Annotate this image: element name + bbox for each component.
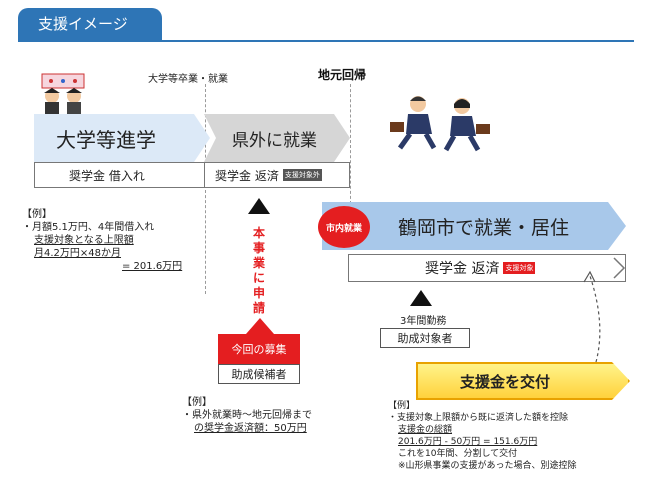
city-work-badge-text: 市内就業 xyxy=(325,223,362,234)
example-1: 【例】 ・月額5.1万円、4年間借入れ 支援対象となる上限額 月4.2万円×48… xyxy=(22,208,182,273)
workers-illustration xyxy=(390,96,490,152)
stage-outside-sub: 奨学金 返済 支援対象外 xyxy=(204,162,350,188)
apply-vertical-text: 本事業に申請 xyxy=(252,226,265,315)
example-1-line: ・月額5.1万円、4年間借入れ xyxy=(22,222,155,233)
example-2-title: 【例】 xyxy=(182,397,212,408)
example-2: 【例】 ・県外就業時～地元回帰まで の奨学金返済額：50万円 xyxy=(182,396,312,435)
divider-graduation xyxy=(205,84,206,294)
example-1-title: 【例】 xyxy=(22,209,52,220)
stage-tsuruoka: 鶴岡市で就業・居住 xyxy=(322,202,626,250)
eligible-tag: 支援対象 xyxy=(503,262,536,274)
stage-tsuruoka-title: 鶴岡市で就業・居住 xyxy=(398,216,570,239)
city-work-badge: 市内就業 xyxy=(318,206,370,248)
apply-arrow-icon xyxy=(248,198,270,214)
stage-university-title: 大学等進学 xyxy=(56,127,156,152)
stage-outside: 県外に就業 xyxy=(204,114,350,162)
grant-target-box: 助成対象者 xyxy=(380,328,470,348)
section-tab-title: 支援イメージ xyxy=(38,15,128,33)
recruit-label: 今回の募集 xyxy=(231,343,287,356)
stage-university-sub: 奨学金 借入れ xyxy=(34,162,210,188)
example-3-line: 201.6万円 - 50万円 = 151.6万円 xyxy=(398,437,538,447)
divider-return xyxy=(350,84,351,204)
grant-banner: 支援金を交付 xyxy=(416,362,630,400)
stage-tsuruoka-sub: 奨学金 返済 支援対象 xyxy=(348,254,626,282)
grant-banner-label: 支援金を交付 xyxy=(460,372,551,391)
stage-university: 大学等進学 xyxy=(34,114,210,162)
work-years-label: 3年間勤務 xyxy=(400,316,447,327)
not-eligible-tag: 支援対象外 xyxy=(282,169,322,181)
stage-outside-title: 県外に就業 xyxy=(232,130,317,151)
example-2-line: の奨学金返済額：50万円 xyxy=(194,423,307,434)
return-label: 地元回帰 xyxy=(318,68,367,82)
grant-target-label: 助成対象者 xyxy=(397,332,453,345)
chevron-right-icon xyxy=(613,257,626,279)
example-3-title: 【例】 xyxy=(388,401,416,411)
example-3-line: ・支援対象上限額から既に返済した額を控除 xyxy=(388,413,569,423)
stage-tsuruoka-sub-text: 奨学金 返済 xyxy=(425,261,500,277)
graduates-illustration xyxy=(41,73,85,116)
stage-university-sub-text: 奨学金 借入れ xyxy=(69,168,145,183)
example-3-line: 支援金の総額 xyxy=(398,425,453,435)
refund-curve-arrow-icon xyxy=(583,270,601,363)
candidate-label: 助成候補者 xyxy=(231,368,287,381)
example-3: 【例】 ・支援対象上限額から既に返済した額を控除 支援金の総額 201.6万円 … xyxy=(388,400,577,472)
section-tab: 支援イメージ xyxy=(18,8,162,40)
example-2-line: ・県外就業時～地元回帰まで xyxy=(182,410,312,421)
candidate-box: 助成候補者 xyxy=(218,364,300,384)
example-3-line: これを10年間、分割して交付 xyxy=(398,449,518,459)
example-1-line: 支援対象となる上限額 xyxy=(34,235,134,246)
recruit-arrow-icon xyxy=(246,318,274,334)
example-1-line: 月4.2万円×48か月 xyxy=(34,248,122,259)
example-3-line: ※山形県事業の支援があった場合、別途控除 xyxy=(398,461,577,471)
recruit-box: 今回の募集 xyxy=(218,334,300,364)
work-arrow-icon xyxy=(410,290,432,306)
graduation-label: 大学等卒業・就業 xyxy=(148,74,228,85)
header-rule xyxy=(18,40,634,42)
example-1-line: = 201.6万円 xyxy=(122,261,183,272)
stage-outside-sub-text: 奨学金 返済 xyxy=(215,168,279,183)
